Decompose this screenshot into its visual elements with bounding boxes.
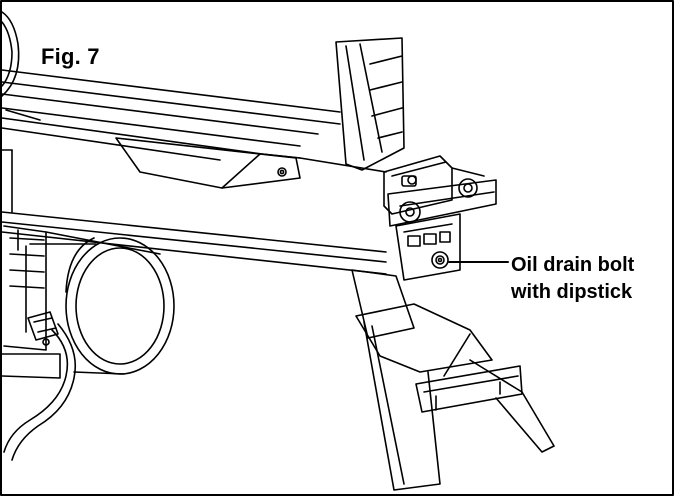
main-beam-top (1, 117, 387, 173)
motor-end-cap (65, 237, 175, 375)
wedge-blade (335, 37, 405, 171)
power-cord (3, 329, 69, 453)
slider-guide (115, 137, 301, 189)
upper-rail (1, 69, 341, 113)
figure-label: Fig. 7 (38, 44, 103, 70)
end-bracket (383, 155, 453, 215)
wheel-top-left (1, 11, 20, 97)
drain-housing (395, 213, 461, 281)
callout-line-1: Oil drain bolt (511, 254, 635, 276)
oil-drain-bolt-callout: Oil drain bolt with dipstick (511, 252, 671, 306)
cable-gland (27, 311, 59, 341)
main-beam-bottom (1, 211, 387, 253)
drain-bolt (431, 251, 449, 269)
callout-line-2: with dipstick (511, 281, 633, 303)
